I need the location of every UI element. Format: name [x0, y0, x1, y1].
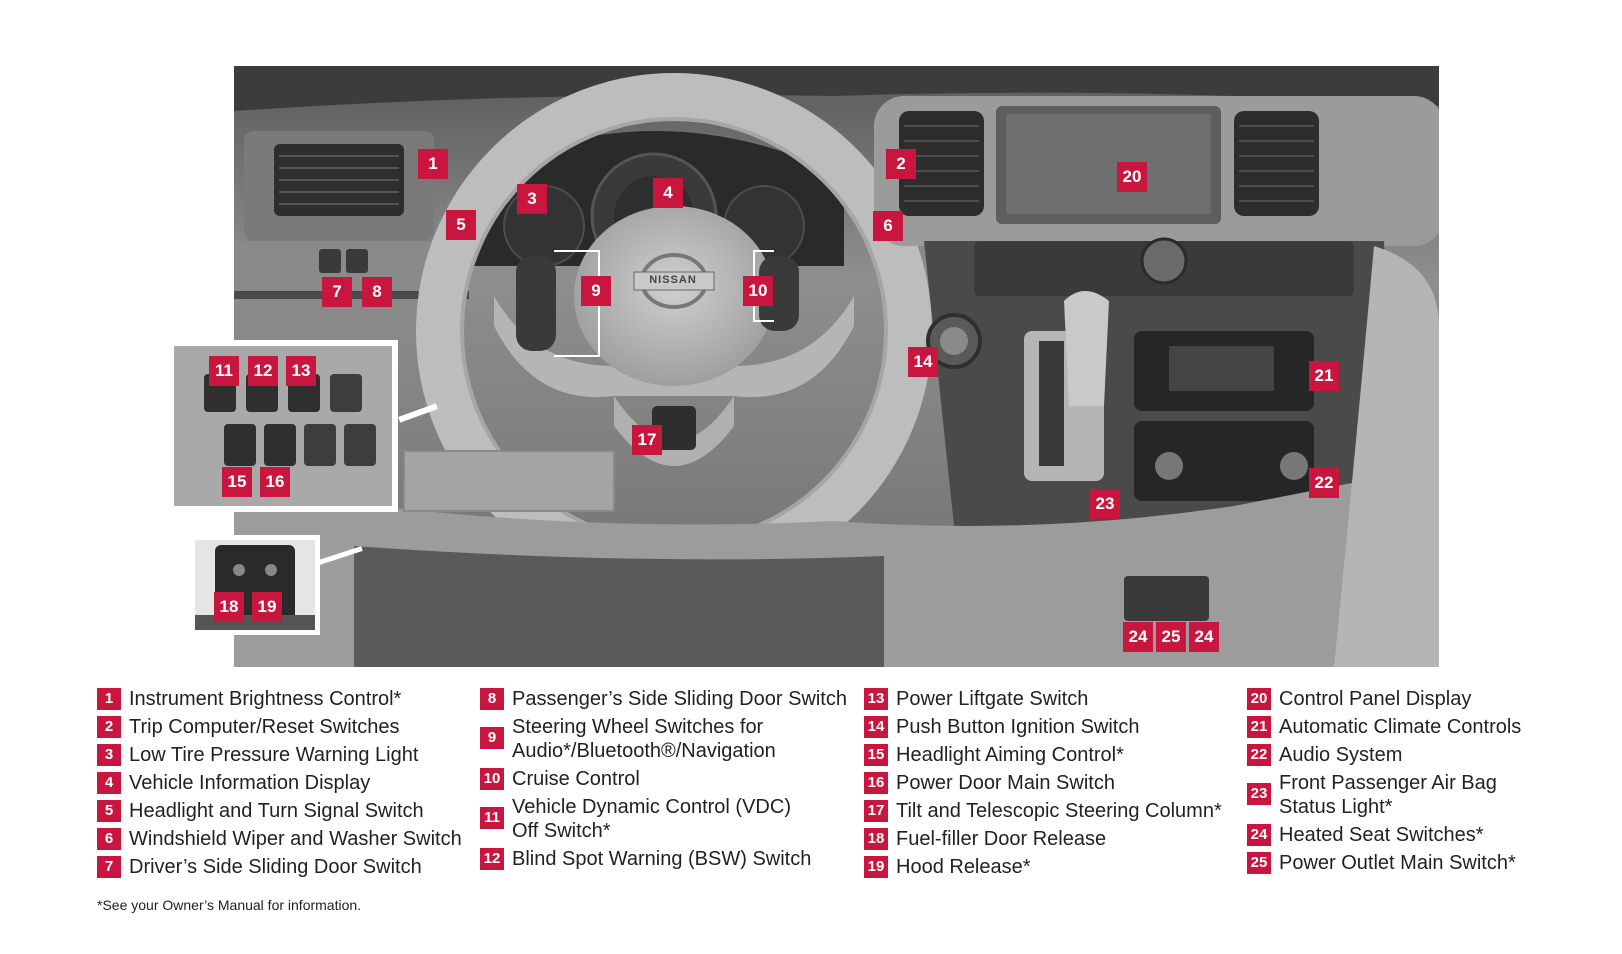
- callout-badge-24: 24: [1123, 622, 1153, 652]
- callout-badge-3: 3: [517, 184, 547, 214]
- callout-badge-14: 14: [908, 347, 938, 377]
- callout-badge-21: 21: [1309, 361, 1339, 391]
- callout-badge-20: 20: [1117, 162, 1147, 192]
- nissan-logo: NISSAN: [649, 274, 697, 286]
- callout-badge-5: 5: [446, 210, 476, 240]
- callout-badge-10: 10: [743, 276, 773, 306]
- callout-badge-8: 8: [362, 277, 392, 307]
- callout-badge-7: 7: [322, 277, 352, 307]
- callout-badge-17: 17: [632, 425, 662, 455]
- callout-badge-12: 12: [248, 356, 278, 386]
- callout-badge-15: 15: [222, 467, 252, 497]
- callout-badge-19: 19: [252, 592, 282, 622]
- callout-badge-24b: 24: [1189, 622, 1219, 652]
- dashboard-photo: [234, 66, 1439, 667]
- callout-badge-16: 16: [260, 467, 290, 497]
- callout-badge-11: 11: [209, 356, 239, 386]
- callout-badge-23: 23: [1090, 489, 1120, 519]
- callout-badge-1: 1: [418, 149, 448, 179]
- callout-badge-25: 25: [1156, 622, 1186, 652]
- callout-badge-18: 18: [214, 592, 244, 622]
- callout-badge-22: 22: [1309, 468, 1339, 498]
- footnote: *See your Owner’s Manual for information…: [97, 897, 362, 913]
- callout-badge-13: 13: [286, 356, 316, 386]
- callout-badge-6: 6: [873, 211, 903, 241]
- callout-badge-2: 2: [886, 149, 916, 179]
- callout-badge-9: 9: [581, 276, 611, 306]
- callout-badge-4: 4: [653, 178, 683, 208]
